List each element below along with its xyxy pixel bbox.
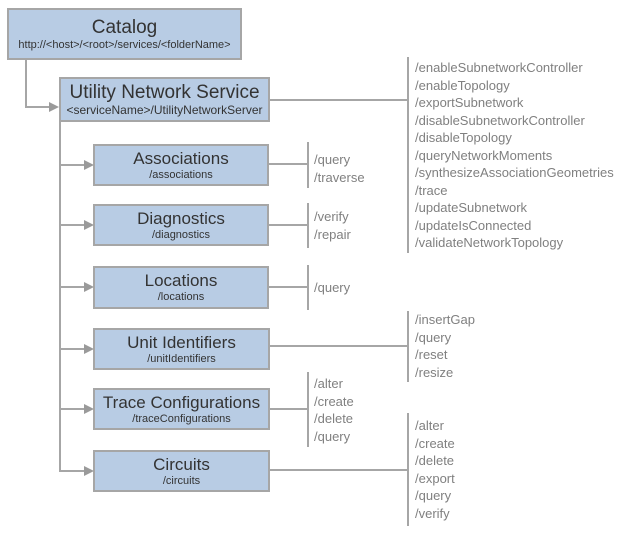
connector-line <box>59 224 85 226</box>
operation-label: /export <box>415 470 455 486</box>
operation-label: /verify <box>314 209 349 224</box>
operation-label: /queryNetworkMoments <box>415 147 553 163</box>
operation-label: /trace <box>415 182 448 198</box>
connector-line <box>59 348 85 350</box>
arrow-right-icon <box>84 344 94 354</box>
connector-line <box>59 122 61 472</box>
operation-label: /alter <box>415 418 444 433</box>
operation-label: /query <box>314 428 351 444</box>
arrow-right-icon <box>49 102 59 112</box>
operation-label: /delete <box>415 453 455 468</box>
operation-label: /create <box>314 393 354 409</box>
operation-label: /enableTopology <box>415 77 510 93</box>
arrow-right-icon <box>84 466 94 476</box>
node-catalog: Catalog http://<host>/<root>/services/<f… <box>7 8 242 60</box>
connector-line <box>59 470 85 472</box>
associations-operations-list: /query /traverse <box>314 151 365 187</box>
service-operations-list: /enableSubnetworkController /enableTopol… <box>415 59 614 252</box>
node-title: Locations <box>144 271 218 291</box>
operations-divider <box>407 311 409 382</box>
connector-line <box>270 99 407 101</box>
operation-label: /traverse <box>314 170 365 185</box>
operation-label: /verify <box>415 505 450 521</box>
node-trace-configurations: Trace Configurations /traceConfiguration… <box>93 388 270 430</box>
operations-divider <box>307 372 309 447</box>
node-title: Diagnostics <box>137 208 225 228</box>
node-title: Associations <box>133 148 229 168</box>
node-title: Utility Network Service <box>69 81 260 103</box>
operation-label: /query <box>314 152 351 167</box>
connector-line <box>270 408 307 410</box>
connector-line <box>270 469 407 471</box>
connector-line <box>59 286 85 288</box>
arrow-right-icon <box>84 160 94 170</box>
connector-line <box>25 106 50 108</box>
node-utility-network-service: Utility Network Service <serviceName>/Ut… <box>59 77 270 122</box>
node-title: Circuits <box>153 454 210 474</box>
operation-label: /alter <box>314 376 343 391</box>
node-title: Catalog <box>91 16 158 38</box>
node-path: /associations <box>149 168 213 181</box>
node-title: Trace Configurations <box>102 392 261 412</box>
unit-identifiers-operations-list: /insertGap /query /reset /resize <box>415 311 475 381</box>
node-path: /traceConfigurations <box>132 412 231 425</box>
connector-line <box>269 286 307 288</box>
node-path: /circuits <box>162 474 201 487</box>
operation-label: /disableSubnetworkController <box>415 112 585 128</box>
arrow-right-icon <box>84 220 94 230</box>
arrow-right-icon <box>84 404 94 414</box>
operation-label: /delete <box>314 411 354 426</box>
node-associations: Associations /associations <box>93 144 269 186</box>
circuits-operations-list: /alter /create /delete /export /query /v… <box>415 417 455 522</box>
operations-divider <box>407 57 409 253</box>
operation-label: /updateSubnetwork <box>415 200 528 215</box>
connector-line <box>269 224 307 226</box>
operation-label: /query <box>415 329 452 345</box>
operation-label: /reset <box>415 347 448 362</box>
operation-label: /exportSubnetwork <box>415 95 524 110</box>
operation-label: /repair <box>314 227 351 242</box>
operation-label: /enableSubnetworkController <box>415 60 583 75</box>
connector-line <box>270 345 407 347</box>
node-circuits: Circuits /circuits <box>93 450 270 492</box>
node-diagnostics: Diagnostics /diagnostics <box>93 204 269 246</box>
operations-divider <box>307 203 309 248</box>
operation-label: /validateNetworkTopology <box>415 235 564 250</box>
operation-label: /query <box>415 488 452 503</box>
node-path: /diagnostics <box>151 228 211 241</box>
node-title: Unit Identifiers <box>127 332 236 352</box>
operations-divider <box>307 265 309 310</box>
operation-label: /query <box>314 280 351 295</box>
connector-line <box>59 408 85 410</box>
node-path: /unitIdentifiers <box>147 352 216 365</box>
diagnostics-operations-list: /verify /repair <box>314 208 351 244</box>
operation-label: /disableTopology <box>415 130 512 145</box>
node-path: <serviceName>/UtilityNetworkServer <box>66 102 263 117</box>
node-unit-identifiers: Unit Identifiers /unitIdentifiers <box>93 328 270 370</box>
connector-line <box>59 164 85 166</box>
operation-label: /insertGap <box>415 312 475 327</box>
node-locations: Locations /locations <box>93 266 269 309</box>
operation-label: /updateIsConnected <box>415 217 532 233</box>
operation-label: /resize <box>415 364 454 380</box>
operation-label: /create <box>415 435 455 451</box>
operation-label: /synthesizeAssociationGeometries <box>415 165 614 180</box>
arrow-right-icon <box>84 282 94 292</box>
trace-configurations-operations-list: /alter /create /delete /query <box>314 375 354 445</box>
connector-line <box>269 163 307 165</box>
operations-divider <box>407 413 409 526</box>
connector-line <box>25 60 27 108</box>
operations-divider <box>307 142 309 188</box>
node-path: /locations <box>157 291 205 304</box>
node-url: http://<host>/<root>/services/<folderNam… <box>18 38 231 51</box>
locations-operations-list: /query <box>314 279 350 297</box>
